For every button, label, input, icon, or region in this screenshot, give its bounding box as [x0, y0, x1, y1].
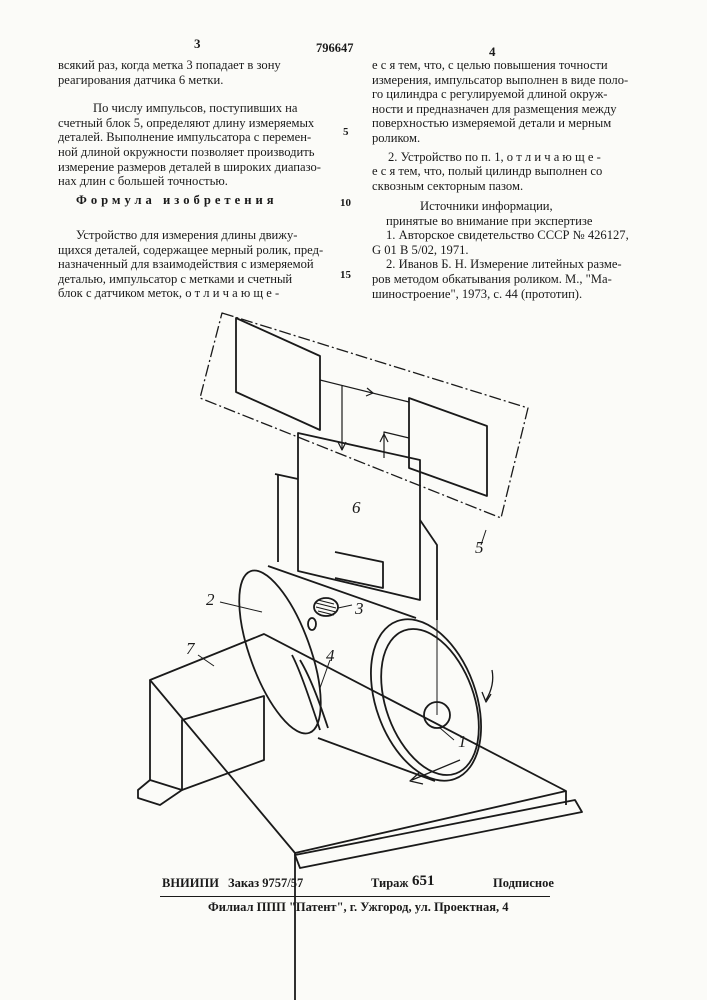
base-flange-right: [295, 800, 582, 868]
label-2: 2: [206, 590, 215, 609]
base-top: [150, 634, 566, 853]
counter-unit-left: [236, 318, 320, 430]
cylinder-slot-arrow: [300, 660, 328, 728]
base-flange-left: [138, 780, 182, 805]
cylinder-back-end: [222, 561, 337, 743]
footer-circulation-value: 651: [412, 873, 435, 890]
signal-line: [320, 380, 409, 402]
base-leg-opening: [182, 696, 264, 790]
label-5: 5: [475, 538, 484, 557]
label-4: 4: [326, 646, 335, 665]
label-6: 6: [352, 498, 361, 517]
footer-org: ВНИИПИ: [162, 876, 219, 891]
label-7: 7: [186, 639, 196, 658]
mark-hole: [308, 618, 316, 630]
leader-3: [338, 605, 352, 608]
footer-subscription: Подписное: [493, 876, 554, 891]
label-3: 3: [354, 599, 364, 618]
counter-block-outline: [200, 313, 528, 518]
footer-circulation-label: Тираж: [371, 876, 409, 891]
sensor-tab: [335, 552, 383, 588]
footer-rule: [160, 896, 550, 897]
impulse-mark-hatch: [316, 600, 336, 615]
leader-2: [220, 602, 262, 612]
footer-order: Заказ 9757/57: [228, 876, 303, 891]
label-1: 1: [458, 732, 467, 751]
footer-branch: Филиал ППП "Патент", г. Ужгород, ул. Про…: [208, 900, 508, 915]
